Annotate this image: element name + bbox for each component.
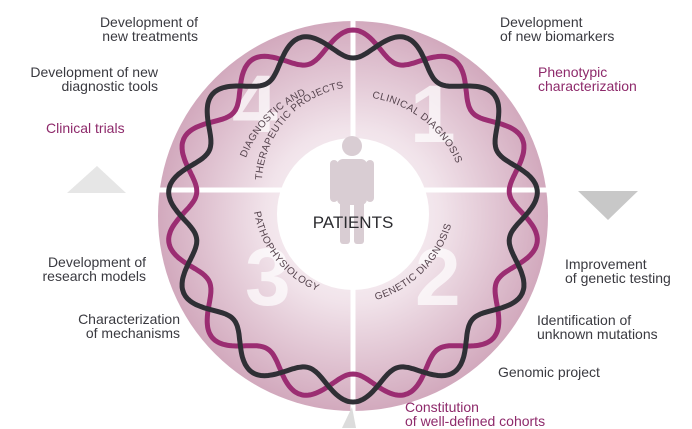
- label-clinical-trials: Clinical trials: [46, 120, 125, 136]
- label-genetic-testing: Improvement of genetic testing: [565, 256, 671, 286]
- label-research-models: Development of research models: [42, 254, 147, 284]
- label-unknown-mutations: Identification of unknown mutations: [537, 312, 658, 342]
- center-circle: [277, 138, 429, 290]
- label-well-defined-cohorts: Constitution of well-defined cohorts: [405, 399, 546, 429]
- label-new-biomarkers: Development of new biomarkers: [500, 14, 615, 44]
- person-icon: [330, 136, 374, 244]
- label-phenotypic-characterization: Phenotypic characterization: [538, 64, 637, 94]
- left-triangle-arrow: [67, 166, 126, 193]
- quadrant-2-number: 2: [415, 232, 461, 323]
- right-triangle-arrow: [578, 191, 638, 220]
- double-helix-ring: [166, 27, 540, 405]
- label-genomic-project: Genomic project: [498, 364, 600, 380]
- quadrant-3-number: 3: [245, 232, 291, 323]
- label-new-treatments: Development of new treatments: [99, 14, 198, 44]
- label-new-diagnostic-tools: Development of new diagnostic tools: [30, 64, 158, 94]
- label-mechanisms: Characterization of mechanisms: [78, 311, 180, 341]
- center-label: PATIENTS: [313, 213, 394, 232]
- bottom-arrow: [342, 407, 356, 428]
- helix-strand-dark: [166, 34, 540, 405]
